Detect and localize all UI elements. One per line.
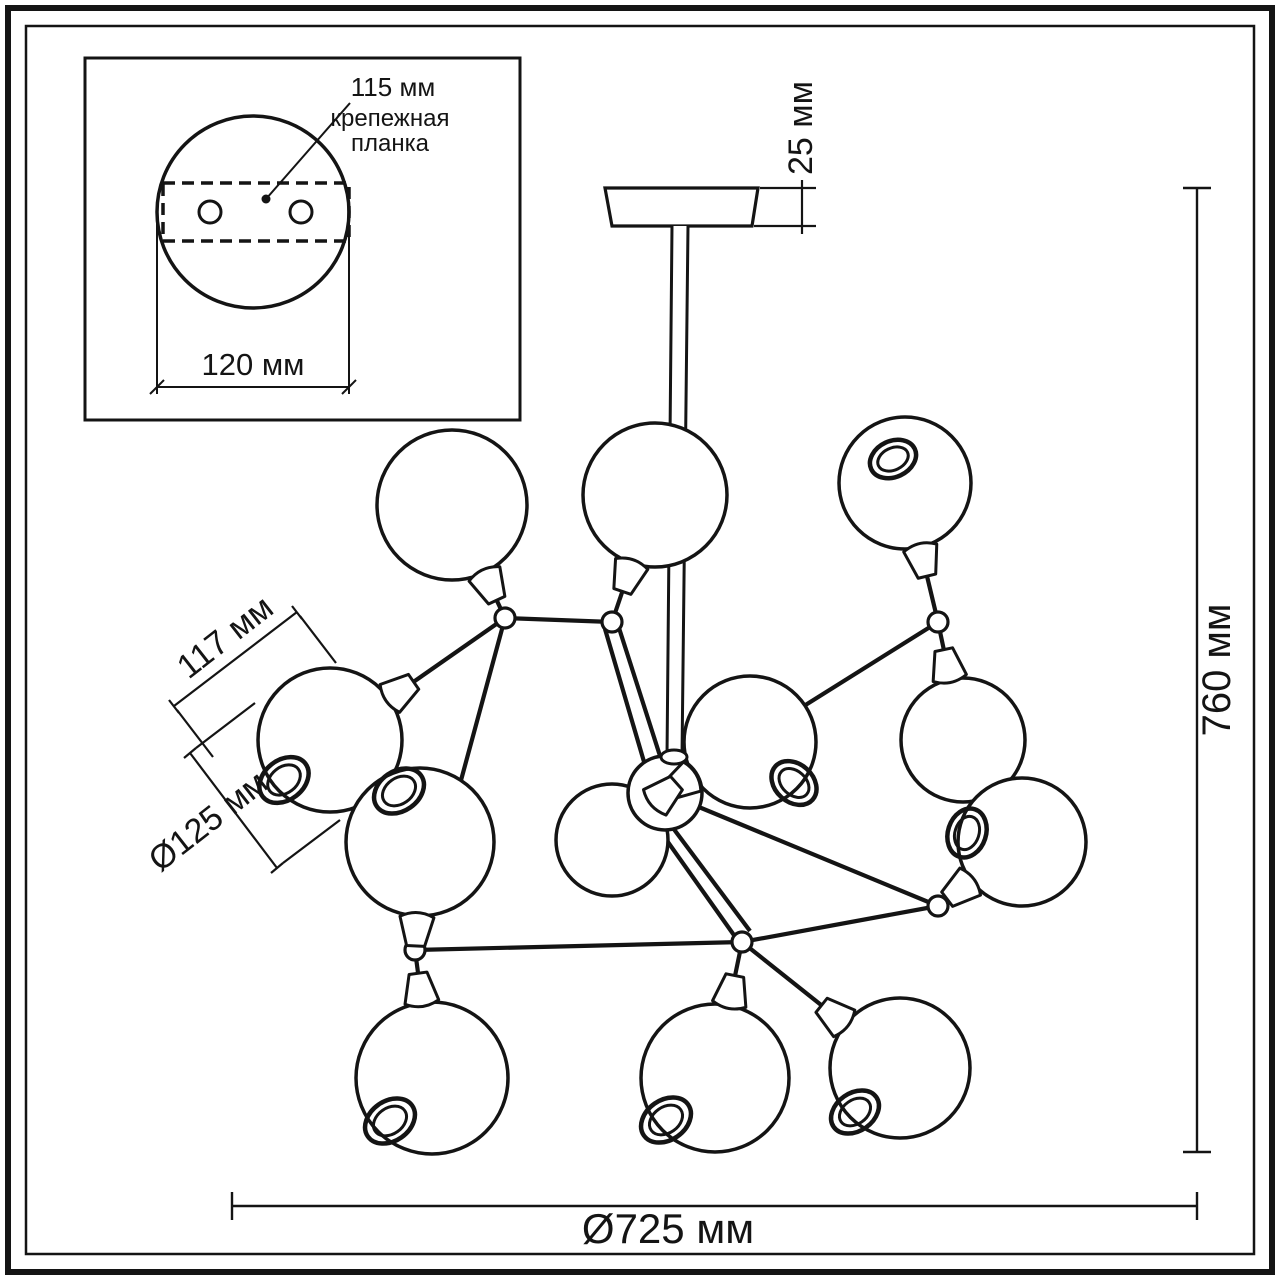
globe-top-left <box>375 428 529 582</box>
overall-height-label: 760 мм <box>1195 604 1239 737</box>
bracket-label-line1: крепежная <box>331 105 450 132</box>
globe-right-lower <box>956 776 1088 908</box>
overall-diameter-label: Ø725 мм <box>582 1205 754 1252</box>
mount-bracket-dashed <box>161 181 351 243</box>
globe-top-right <box>837 415 973 551</box>
ceiling-base-circle <box>155 114 351 310</box>
globe-left-mid <box>344 766 496 918</box>
hole-spacing-label: 115 мм <box>351 72 435 102</box>
dimension-overall-height: 760 мм <box>1183 186 1239 1154</box>
globe-bottom-right <box>828 996 972 1140</box>
base-width-dimension <box>149 214 357 395</box>
page-frame <box>5 5 1275 1275</box>
ceiling-canopy <box>603 186 760 228</box>
canopy-height-label: 25 мм <box>782 81 820 175</box>
chandelier-drawing <box>256 186 1088 1156</box>
dimension-overall-diameter: Ø725 мм <box>230 1192 1199 1252</box>
globe-left-upper <box>256 666 404 814</box>
glass-globes <box>256 415 1088 1156</box>
dimension-canopy-height: 25 мм <box>754 81 820 234</box>
globe-center-right <box>682 674 818 810</box>
mount-detail-inset: 115 мм крепежная планка 120 мм <box>83 56 522 422</box>
inner-border <box>24 24 1256 1256</box>
shade-diameter-label: Ø125 мм <box>142 763 275 879</box>
bracket-label-line2: планка <box>351 130 430 157</box>
globe-bottom-center <box>639 1002 791 1154</box>
shade-openings <box>257 437 989 1146</box>
globe-top-center <box>581 421 729 569</box>
base-width-label: 120 мм <box>202 347 305 382</box>
screw-hole-left <box>197 199 223 225</box>
rod-hub-cap <box>659 748 689 766</box>
screw-hole-right <box>288 199 314 225</box>
inset-box <box>83 56 522 422</box>
globe-bottom-left <box>354 1000 510 1156</box>
leader-line <box>265 102 351 200</box>
outer-border <box>5 5 1275 1275</box>
